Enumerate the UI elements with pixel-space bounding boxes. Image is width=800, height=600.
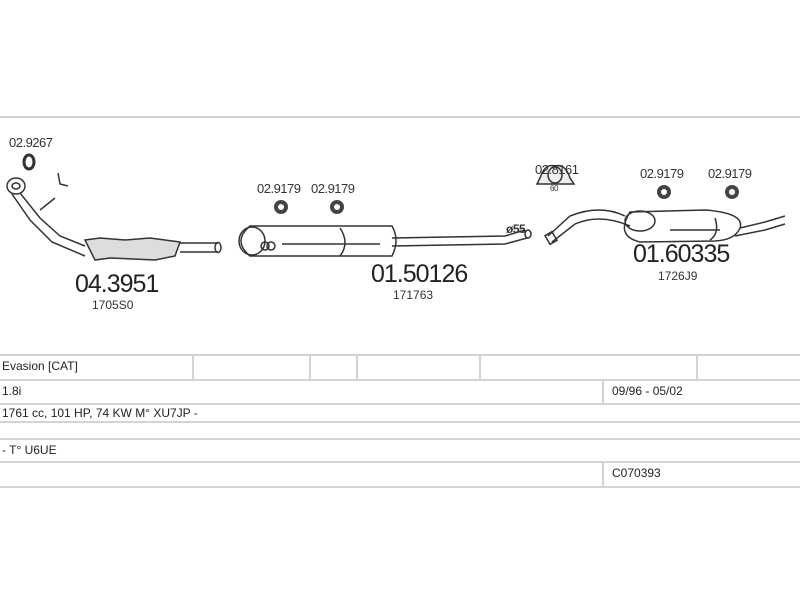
vehicle-type: - T° U6UE [2,443,57,457]
mount-part-number[interactable]: 02.9179 [257,181,301,196]
mount-part-number[interactable]: 02.9179 [708,166,752,181]
table-row-code: C070393 [0,461,800,488]
rear-silencer-ref: 1726J9 [658,269,698,283]
engine-specs: 1761 cc, 101 HP, 74 KW M° XU7JP - [2,406,198,420]
middle-silencer-icon [238,225,532,257]
middle-silencer-part-number[interactable]: 01.50126 [371,260,468,288]
clamp-part-number[interactable]: 02.8161 [535,162,579,177]
system-code: C070393 [612,466,661,480]
mount-part-number[interactable]: 02.9179 [640,166,684,181]
table-row-engine: 1.8i 09/96 - 05/02 [0,379,800,403]
gasket-icon [22,153,36,171]
gasket-part-number[interactable]: 02.9267 [9,135,53,150]
rear-silencer-icon [544,209,786,246]
table-row-empty [0,421,800,439]
catalyst-ref: 1705S0 [92,298,134,312]
clamp-size: 60 [550,184,558,193]
table-row-model: Evasion [CAT] [0,354,800,379]
pipe-diameter: ø55 [506,222,526,236]
rear-silencer-part-number[interactable]: 01.60335 [633,240,730,268]
mount-part-number[interactable]: 02.9179 [311,181,355,196]
table-row-specs: 1761 cc, 101 HP, 74 KW M° XU7JP - [0,403,800,421]
divider [0,116,800,118]
exhaust-drawing [6,153,786,261]
date-range: 09/96 - 05/02 [612,384,683,398]
catalyst-part-number[interactable]: 04.3951 [75,270,159,298]
model-name: Evasion [CAT] [2,359,78,373]
catalytic-converter-icon [6,172,222,261]
engine: 1.8i [2,384,22,398]
middle-silencer-ref: 171763 [393,288,434,302]
pipe-clamp-icon [535,164,576,185]
table-row-type: - T° U6UE [0,438,800,461]
